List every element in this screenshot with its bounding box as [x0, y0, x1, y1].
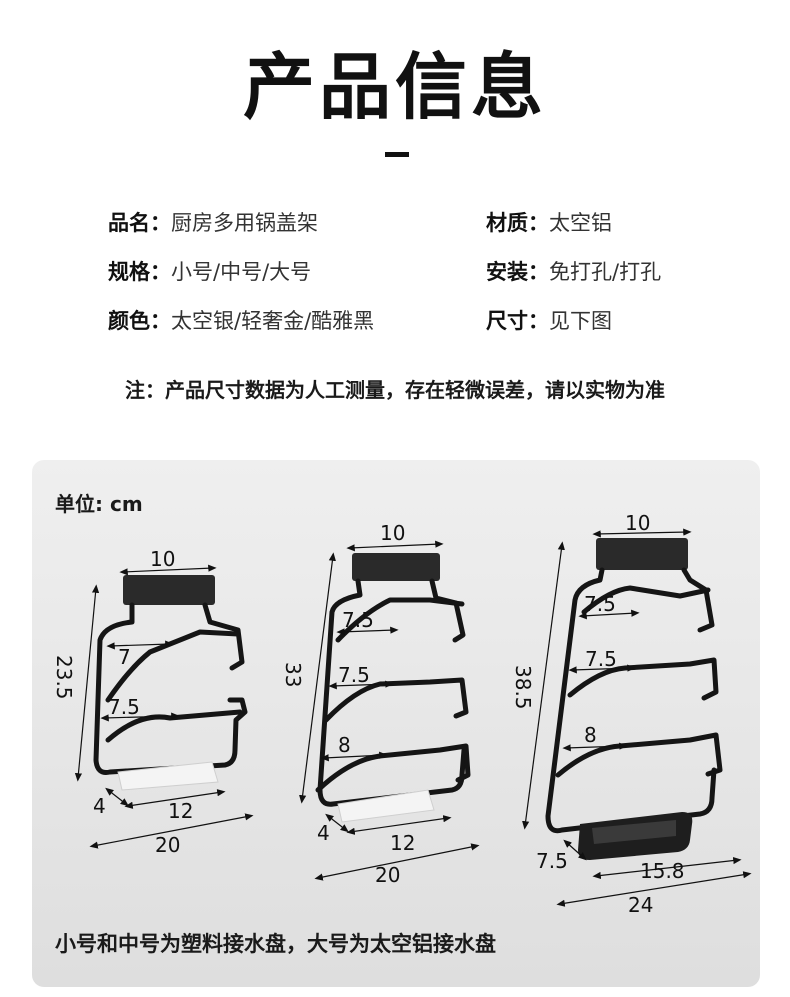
small-rack-wire	[93, 602, 248, 775]
large-rack: 10 38.5 7.5 7.5 8 7.5 15.8 24	[511, 511, 752, 917]
medium-rack-arm-1: 7.5	[342, 608, 374, 632]
spec-dimension-value: 见下图	[549, 309, 612, 333]
medium-rack-height: 33	[281, 662, 305, 687]
spec-install: 安装：免打孔/打孔	[486, 256, 661, 286]
spec-color: 颜色：太空银/轻奢金/酷雅黑	[108, 305, 374, 335]
spec-name: 品名：厨房多用锅盖架	[108, 207, 318, 237]
spec-name-label: 品名：	[108, 211, 171, 235]
small-rack-top-width: 10	[150, 547, 175, 571]
large-rack-arm-3: 8	[584, 723, 597, 747]
spec-dimension-label: 尺寸：	[486, 309, 549, 333]
spec-install-label: 安装：	[486, 260, 549, 284]
large-rack-tray-width: 15.8	[640, 859, 685, 883]
medium-rack-arm-2: 7.5	[338, 663, 370, 687]
medium-rack-clip	[352, 553, 440, 581]
medium-rack-base-width: 20	[375, 863, 400, 887]
large-rack-tray-depth: 7.5	[536, 849, 568, 873]
spec-install-value: 免打孔/打孔	[549, 260, 662, 284]
small-rack-tray-depth: 4	[93, 794, 106, 818]
page-title: 产品信息	[242, 45, 547, 129]
spec-size-options-value: 小号/中号/大号	[171, 260, 312, 284]
spec-size-options-label: 规格：	[108, 260, 171, 284]
spec-material-label: 材质：	[486, 211, 549, 235]
small-rack-tray-width: 12	[168, 799, 193, 823]
large-rack-top-width: 10	[625, 511, 650, 535]
small-rack-tray	[117, 761, 219, 791]
medium-rack-wire	[315, 578, 471, 807]
large-rack-height: 38.5	[511, 665, 535, 710]
medium-rack-tray-depth: 4	[317, 821, 330, 845]
large-rack-arm-2: 7.5	[585, 647, 617, 671]
spec-material: 材质：太空铝	[486, 207, 612, 237]
spec-material-value: 太空铝	[549, 211, 612, 235]
spec-color-label: 颜色：	[108, 309, 171, 333]
small-rack-clip	[123, 575, 215, 605]
spec-name-value: 厨房多用锅盖架	[171, 211, 318, 235]
spec-size-options: 规格：小号/中号/大号	[108, 256, 311, 286]
large-rack-arm-1: 7.5	[584, 592, 616, 616]
title-divider	[385, 152, 409, 157]
measurement-note: 注：产品尺寸数据为人工测量，存在轻微误差，请以实物为准	[125, 378, 665, 402]
spec-color-value: 太空银/轻奢金/酷雅黑	[171, 309, 375, 333]
medium-rack-tray	[337, 789, 435, 823]
large-rack-clip	[596, 538, 688, 570]
spec-dimension: 尺寸：见下图	[486, 305, 612, 335]
medium-rack: 10 33 7.5 7.5 8 4 12 20	[281, 521, 480, 887]
medium-rack-top-width: 10	[380, 521, 405, 545]
large-rack-wire	[545, 567, 723, 834]
medium-rack-arm-3: 8	[338, 733, 351, 757]
large-rack-base-width: 24	[628, 893, 653, 917]
small-rack-height: 23.5	[52, 655, 76, 700]
small-rack: 10 23.5 7 7.5 4 12 20	[52, 547, 254, 857]
small-rack-base-width: 20	[155, 833, 180, 857]
medium-rack-tray-width: 12	[390, 831, 415, 855]
small-rack-arm-2: 7.5	[108, 695, 140, 719]
tray-material-note: 小号和中号为塑料接水盘，大号为太空铝接水盘	[55, 932, 496, 956]
unit-label: 单位: cm	[55, 492, 143, 516]
small-rack-arm-1: 7	[118, 645, 131, 669]
